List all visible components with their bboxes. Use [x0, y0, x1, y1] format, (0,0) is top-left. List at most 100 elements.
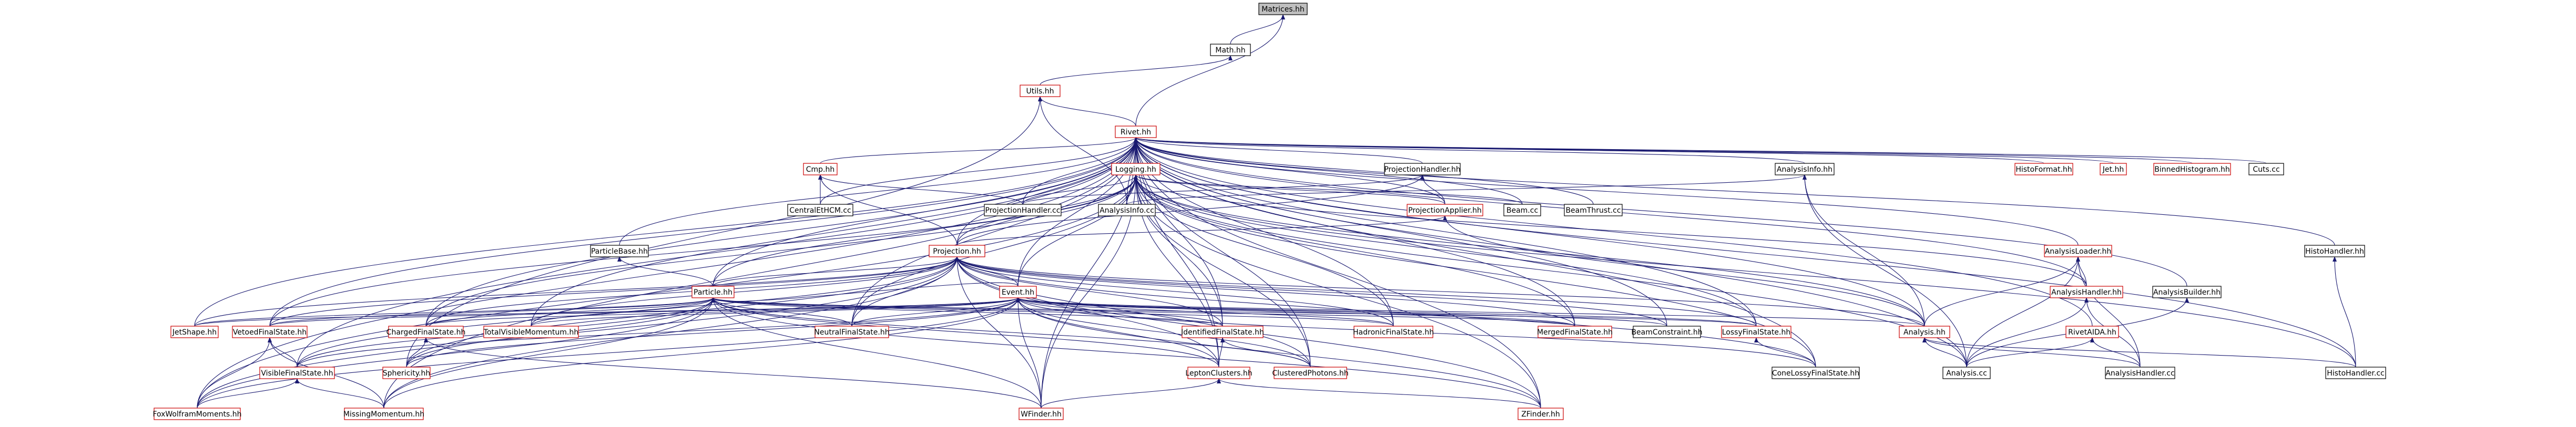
node-projectionapplier[interactable]: ProjectionApplier.hh [1407, 204, 1483, 216]
edge-AnalysisHandlerCC-to-Analysis [1922, 337, 2141, 368]
edge-MissingMomentum-to-Rivet [383, 137, 1138, 409]
edge-JetShape-to-Particle [194, 297, 715, 327]
edge-AnalysisHandlerCC-to-RivetAIDA [2090, 337, 2141, 368]
node-particlebase[interactable]: ParticleBase.hh [590, 245, 649, 257]
edge-ClusteredPhotons-to-Rivet [1134, 137, 1311, 368]
edge-WFinder-to-Event [1016, 297, 1042, 409]
node-box [1775, 163, 1835, 175]
edge-ZFinder-to-Logging [1134, 174, 1541, 409]
node-box [2325, 367, 2386, 379]
edge-Event-to-Particle [711, 282, 1019, 303]
node-analysishandlercc[interactable]: AnalysisHandler.cc [2105, 367, 2175, 379]
node-centralethcm[interactable]: CentralEtHCM.cc [787, 204, 853, 216]
node-analysiscc[interactable]: Analysis.cc [1942, 367, 1991, 379]
node-vetoedfinalstate[interactable]: VetoedFinalState.hh [232, 326, 308, 338]
node-box [2248, 163, 2284, 175]
node-analysishandler[interactable]: AnalysisHandler.hh [2050, 286, 2123, 298]
node-label: ClusteredPhotons.hh [1272, 369, 1348, 378]
node-label: HistoFormat.hh [2015, 165, 2072, 174]
edge-Projection-to-ProjectionApplier [956, 215, 1447, 246]
node-analysisloader[interactable]: AnalysisLoader.hh [2044, 245, 2112, 257]
edge-Math-to-Matrices [1230, 14, 1285, 45]
edge-VisibleFinalState-to-VetoedFinalState [268, 337, 298, 368]
node-box [259, 367, 335, 379]
node-foxwolframmoments[interactable]: FoxWolframMoments.hh [152, 408, 242, 420]
node-projectionhandler[interactable]: ProjectionHandler.hh [1384, 163, 1461, 175]
node-projectionhandlercc[interactable]: ProjectionHandler.cc [984, 204, 1062, 216]
node-histohandlercc[interactable]: HistoHandler.cc [2325, 367, 2386, 379]
node-projection[interactable]: Projection.hh [929, 245, 985, 257]
node-mergedfinalstate[interactable]: MergedFinalState.hh [1537, 326, 1613, 338]
edge-Particle-to-Logging [712, 174, 1138, 287]
node-label: Logging.hh [1115, 165, 1156, 174]
edge-CentralEtHCM-to-Rivet [820, 137, 1138, 205]
node-cuts[interactable]: Cuts.cc [2248, 163, 2284, 175]
node-label: HadronicFinalState.hh [1353, 328, 1434, 337]
node-rivet[interactable]: Rivet.hh [1115, 126, 1157, 138]
node-missingmomentum[interactable]: MissingMomentum.hh [343, 408, 424, 420]
edge-ProjectionApplier-to-Logging [1134, 174, 1445, 205]
node-box [1503, 204, 1541, 216]
node-leptonclusters[interactable]: LeptonClusters.hh [1185, 367, 1253, 379]
node-sphericity[interactable]: Sphericity.hh [382, 367, 431, 379]
edge-JetShape-to-Rivet [194, 137, 1138, 327]
node-event[interactable]: Event.hh [999, 286, 1037, 298]
node-label: LossyFinalState.hh [1722, 328, 1791, 337]
node-label: AnalysisLoader.hh [2045, 247, 2112, 256]
node-logging[interactable]: Logging.hh [1111, 163, 1160, 175]
node-analysisbuilder[interactable]: AnalysisBuilder.hh [2152, 286, 2222, 298]
edge-HistoFormat-to-Rivet [1134, 137, 2044, 164]
node-lossyfinalstate[interactable]: LossyFinalState.hh [1721, 326, 1791, 338]
edge-ChargedFinalState-to-Event [425, 297, 1020, 327]
edge-Analysis-to-Projection [955, 256, 1925, 327]
node-box [803, 163, 838, 175]
node-box [232, 326, 308, 338]
edge-NeutralFinalState-to-Rivet [851, 137, 1138, 327]
node-binnedhistogram[interactable]: BinnedHistogram.hh [2153, 163, 2231, 175]
node-beamthrust[interactable]: BeamThrust.cc [1564, 204, 1623, 216]
node-cmp[interactable]: Cmp.hh [803, 163, 838, 175]
edge-Sphericity-to-Event [406, 297, 1020, 368]
node-label: Sphericity.hh [383, 369, 430, 378]
node-box [1353, 326, 1433, 338]
node-utils[interactable]: Utils.hh [1020, 85, 1061, 97]
node-box [590, 245, 649, 257]
node-visiblefinalstate[interactable]: VisibleFinalState.hh [259, 367, 335, 379]
node-box [388, 326, 464, 338]
node-analysisinfo[interactable]: AnalysisInfo.hh [1775, 163, 1835, 175]
node-box [2014, 163, 2073, 175]
node-jetshape[interactable]: JetShape.hh [170, 326, 219, 338]
node-beamcc[interactable]: Beam.cc [1503, 204, 1541, 216]
edge-JetShape-to-Projection [194, 256, 959, 327]
node-analysis[interactable]: Analysis.hh [1899, 326, 1950, 338]
node-box [691, 286, 735, 298]
node-totalvisiblemomentum[interactable]: TotalVisibleMomentum.hh [483, 326, 579, 338]
node-neutralfinalstate[interactable]: NeutralFinalState.hh [814, 326, 890, 338]
node-chargedfinalstate[interactable]: ChargedFinalState.hh [386, 326, 466, 338]
node-box [1384, 163, 1461, 175]
node-clusteredphotons[interactable]: ClusteredPhotons.hh [1272, 367, 1349, 379]
node-identifiedfinalstate[interactable]: IdentifiedFinalState.hh [1181, 326, 1264, 338]
node-label: Math.hh [1215, 46, 1245, 55]
node-analysisinfocc[interactable]: AnalysisInfo.cc [1098, 204, 1156, 216]
node-conelossyfinalstate[interactable]: ConeLossyFinalState.hh [1771, 367, 1860, 379]
node-label: Cuts.cc [2253, 165, 2279, 174]
node-hadronicfinalstate[interactable]: HadronicFinalState.hh [1353, 326, 1434, 338]
edge-IdentifiedFinalState-to-Event [1016, 297, 1223, 327]
node-zfinder[interactable]: ZFinder.hh [1518, 408, 1564, 420]
node-wfinder[interactable]: WFinder.hh [1019, 408, 1064, 420]
edge-AnalysisInfoCC-to-Utils [1038, 96, 1127, 205]
node-histohandlerhh[interactable]: HistoHandler.hh [2304, 245, 2365, 257]
edge-VetoedFinalState-to-Rivet [269, 137, 1138, 327]
node-rivetaida[interactable]: RivetAIDA.hh [2065, 326, 2119, 338]
edge-AnalysisHandlerCC-to-AnalysisLoader [2076, 256, 2141, 368]
node-box [1210, 44, 1251, 56]
edge-ZFinder-to-Event [1016, 297, 1541, 409]
edge-FoxWolframMoments-to-Logging [197, 174, 1138, 409]
node-beamconstraint[interactable]: BeamConstraint.hh [1631, 326, 1703, 338]
node-histoformat[interactable]: HistoFormat.hh [2014, 163, 2073, 175]
node-jet[interactable]: Jet.hh [2100, 163, 2127, 175]
edge-ClusteredPhotons-to-IdentifiedFinalState [1220, 337, 1311, 368]
node-particle[interactable]: Particle.hh [691, 286, 735, 298]
node-math[interactable]: Math.hh [1210, 44, 1251, 56]
